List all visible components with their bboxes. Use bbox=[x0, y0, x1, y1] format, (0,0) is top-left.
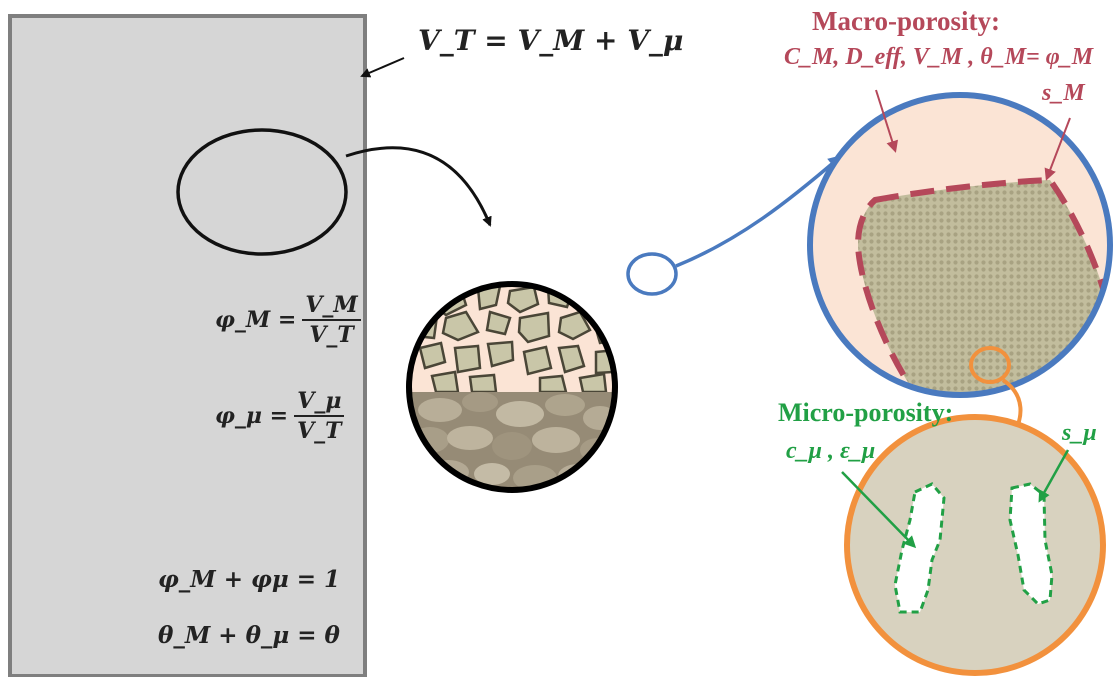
macro-porosity-variables: C_M, D_eff, V_M , θ_M= φ_M bbox=[784, 44, 1094, 70]
macro-circle-border bbox=[807, 92, 1113, 398]
phi-macro-denominator: V_T bbox=[309, 322, 354, 348]
micro-variables-arrow bbox=[841, 471, 917, 549]
phi-micro-denominator: V_T bbox=[297, 418, 342, 444]
micro-porosity-view bbox=[847, 417, 1103, 673]
magnify-arrow bbox=[345, 146, 492, 227]
soil-column bbox=[8, 14, 367, 678]
macro-selection-circle bbox=[626, 252, 678, 296]
phi-micro-numerator: V_μ bbox=[294, 388, 345, 417]
macro-porosity-title: Macro-porosity: bbox=[812, 6, 1000, 36]
magnified-circle-border bbox=[406, 281, 618, 493]
micro-pore-left bbox=[893, 482, 946, 614]
micro-porosity-title: Micro-porosity: bbox=[778, 398, 954, 427]
column-pointer-arrow bbox=[360, 57, 405, 78]
micro-selection-circle bbox=[969, 346, 1011, 384]
macro-variables-arrow bbox=[875, 89, 899, 153]
micro-circle-border bbox=[844, 414, 1106, 676]
macro-porosity-view bbox=[810, 95, 1110, 395]
phi-macro-equation: φ_M = V_M V_T bbox=[215, 292, 361, 348]
macro-zoom-arrow bbox=[675, 155, 843, 268]
micro-interface-arrow bbox=[1038, 449, 1070, 503]
phi-micro-lhs: φ_μ = bbox=[215, 403, 289, 429]
phi-micro-equation: φ_μ = V_μ V_T bbox=[215, 388, 345, 444]
phi-macro-fraction: V_M V_T bbox=[302, 292, 361, 348]
phi-macro-lhs: φ_M = bbox=[215, 307, 297, 333]
aggregate-surface bbox=[854, 176, 1109, 395]
phi-macro-numerator: V_M bbox=[302, 292, 361, 321]
total-volume-equation: V_T = V_M + V_μ bbox=[418, 24, 684, 57]
porosity-sum-equation: φ_M + φμ = 1 bbox=[158, 566, 340, 593]
sample-selection-ellipse bbox=[176, 128, 348, 256]
macro-interface-label: s_M bbox=[1042, 80, 1085, 106]
phi-micro-fraction: V_μ V_T bbox=[294, 388, 345, 444]
micro-porosity-variables: c_μ , ε_μ bbox=[786, 438, 876, 464]
micro-interface-label: s_μ bbox=[1062, 420, 1097, 446]
macro-interface-arrow bbox=[1044, 117, 1071, 181]
water-content-sum-equation: θ_M + θ_μ = θ bbox=[158, 622, 340, 649]
